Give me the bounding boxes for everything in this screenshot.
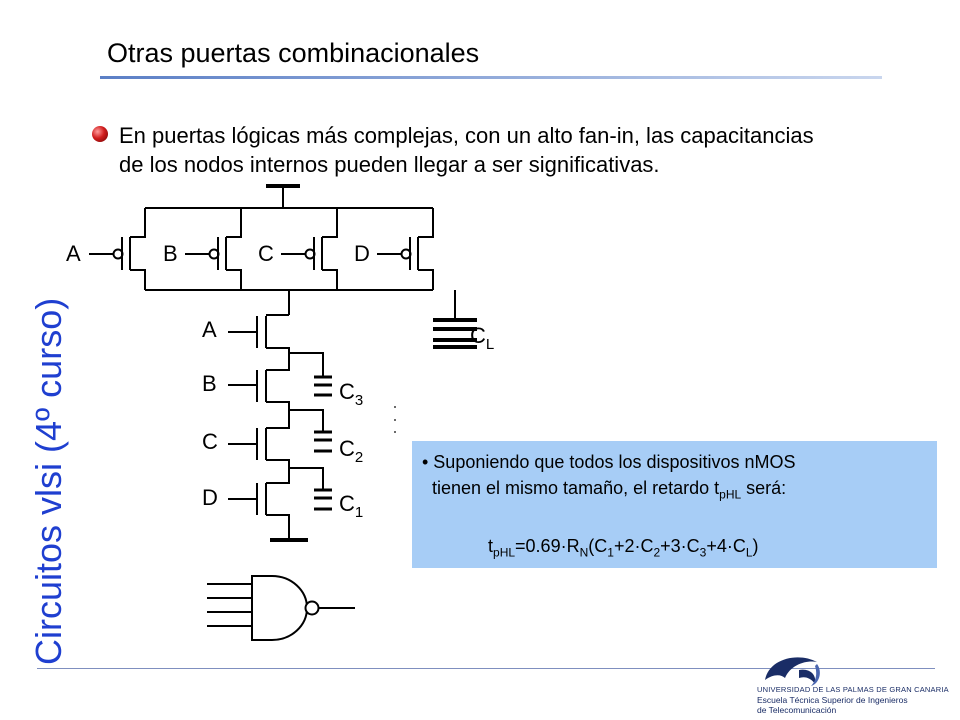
nmos-transistor-d: [228, 468, 290, 538]
pmos-label-b: B: [163, 241, 178, 266]
dotted-separator: [394, 406, 396, 433]
note-line-1: • Suponiendo que todos los dispositivos …: [422, 452, 796, 472]
bullet-line-2: de los nodos internos pueden llegar a se…: [119, 152, 660, 177]
slide-title: Otras puertas combinacionales: [107, 38, 480, 68]
logo-line-2: Escuela Técnica Superior de Ingenieros: [757, 695, 908, 705]
capacitor-c2: [289, 409, 332, 453]
load-cap-label: CL: [470, 323, 494, 353]
pmos-transistor-b: [185, 208, 242, 290]
pmos-transistor-d: [377, 208, 434, 290]
formula-subscript: 1: [607, 545, 614, 560]
delay-formula: tpHL=0.69·RN(C1+2·C2+3·C3+4·CL): [488, 533, 759, 566]
formula-subscript: N: [579, 545, 589, 560]
pmos-label-d: D: [354, 241, 370, 266]
university-logo-text: UNIVERSIDAD DE LAS PALMAS DE GRAN CANARI…: [757, 685, 949, 715]
university-logo-icon: [765, 657, 820, 686]
cap-c2-label: C2: [339, 436, 363, 466]
nmos-transistor-c: [228, 410, 290, 468]
title-underline: [100, 76, 882, 79]
nmos-label-b: B: [202, 371, 217, 396]
cap-c1-label: C1: [339, 491, 363, 521]
logo-line-1: UNIVERSIDAD DE LAS PALMAS DE GRAN CANARI…: [757, 685, 949, 694]
note-line-2-end: será:: [741, 478, 787, 498]
load-capacitor: [433, 290, 477, 349]
bullet-icon: [92, 126, 108, 142]
bullet-line-1: En puertas lógicas más complejas, con un…: [119, 123, 814, 148]
pmos-transistor-c: [281, 208, 338, 290]
formula-subscript: L: [745, 545, 753, 560]
note-line-2-sub: pHL: [719, 487, 742, 502]
pmos-label-a: A: [66, 241, 81, 266]
nand-gate-symbol: [207, 575, 355, 641]
formula-text: +3·C: [660, 536, 700, 556]
capacitor-c3: [289, 352, 332, 397]
delay-note-box: • Suponiendo que todos los dispositivos …: [412, 441, 937, 568]
formula-subscript: pHL: [493, 545, 516, 560]
formula-text: t: [488, 536, 494, 556]
cap-c3-label: C3: [339, 379, 363, 409]
pmos-transistor-a: [89, 208, 146, 290]
formula-text: +4·C: [706, 536, 746, 556]
formula-text: +2·C: [613, 536, 654, 556]
bullet-text: En puertas lógicas más complejas, con un…: [119, 121, 960, 179]
capacitor-c1: [289, 467, 332, 511]
formula-subscript: 3: [699, 545, 707, 560]
nmos-label-c: C: [202, 429, 218, 454]
nmos-label-a: A: [202, 317, 217, 342]
pmos-label-c: C: [258, 241, 274, 266]
note-line-2-text: tienen el mismo tamaño, el retardo t: [432, 478, 720, 498]
formula-text: =0.69·R: [515, 536, 580, 556]
formula-text: (C: [588, 536, 608, 556]
nmos-label-d: D: [202, 485, 218, 510]
nmos-transistor-a: [228, 314, 290, 353]
formula-text: ): [752, 536, 759, 556]
note-line-2: tienen el mismo tamaño, el retardo tpHL …: [432, 475, 786, 508]
formula-subscript: 2: [653, 545, 661, 560]
nmos-transistor-b: [228, 353, 290, 410]
footer-divider: [37, 668, 935, 669]
logo-line-3: de Telecomunicación: [757, 705, 837, 715]
